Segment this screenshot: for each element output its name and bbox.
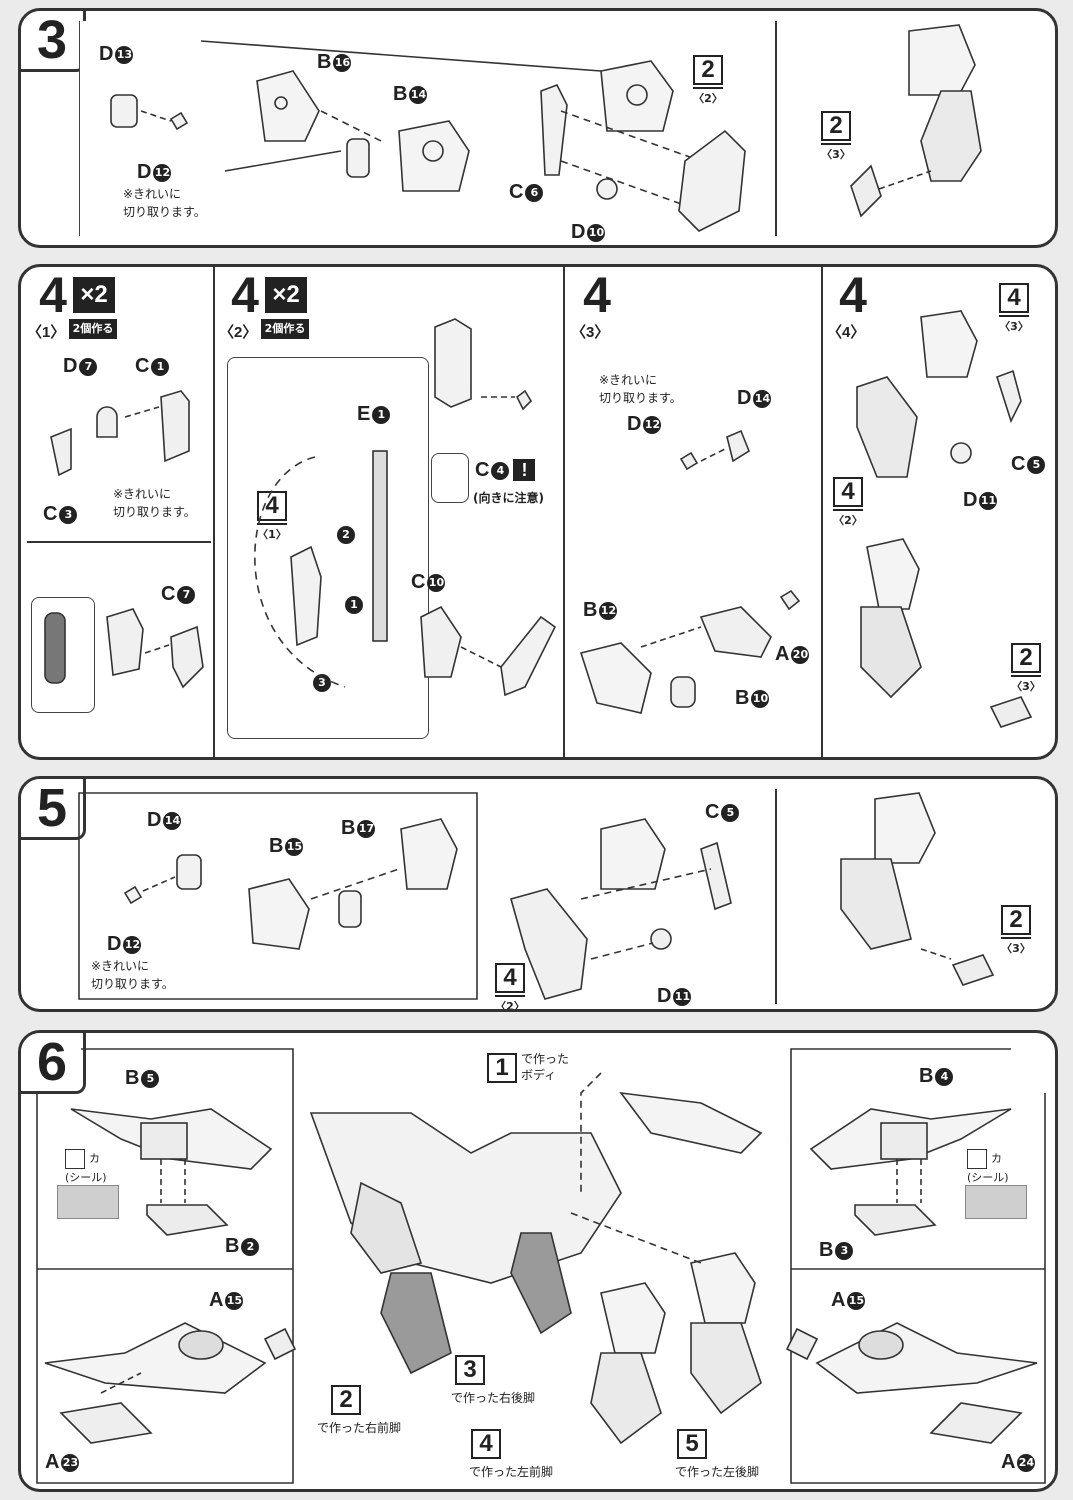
ref-step-4-2: 4〈2〉 <box>833 477 863 527</box>
sticker-right <box>965 1185 1027 1219</box>
step-number: 5 <box>21 779 86 840</box>
c4-detail-inset <box>431 453 469 503</box>
ref-step-4-3: 4〈3〉 <box>999 283 1029 333</box>
caption-left-rear-leg: で作った左後脚 <box>675 1465 760 1479</box>
ref-step-2-3: 2〈3〉 <box>1001 905 1031 955</box>
cut-note: ※きれいに 切り取ります。 <box>599 373 682 405</box>
sticker-label-left: カ(シール) <box>65 1149 107 1185</box>
sub-divider <box>27 541 211 543</box>
multiply-badge: ×2 <box>73 277 115 313</box>
order-2: 2 <box>335 523 355 546</box>
ref-step-4-1: 4〈1〉 <box>257 491 287 541</box>
step5-divider <box>775 789 777 1004</box>
ref-step-2-3: 2〈3〉 <box>821 111 851 161</box>
ref-step-2-right-front: 2 <box>331 1385 361 1415</box>
ref-step-3-right-rear: 3 <box>455 1355 485 1385</box>
step4-2-number: 4 <box>231 267 259 323</box>
ref-step-2-3: 2〈3〉 <box>1011 643 1041 693</box>
cut-note: ※きれいに 切り取ります。 <box>123 187 206 219</box>
step3-illustration <box>110 24 982 232</box>
body-caption: で作ったボディ <box>521 1052 570 1082</box>
step4-4-number: 4 <box>839 267 867 323</box>
ref-step-4-2: 4〈2〉 <box>495 963 525 1012</box>
caption-right-front-leg: で作った右前脚 <box>317 1421 402 1435</box>
step4-1-number: 4 <box>39 267 67 323</box>
make-two-badge: 2個作る <box>261 319 309 339</box>
sticker-left <box>57 1185 119 1219</box>
order-1: 1 <box>343 593 363 616</box>
sub-step-label: 〈2〉 <box>219 324 258 341</box>
caption-left-front-leg: で作った左前脚 <box>469 1465 554 1479</box>
ref-step-5-left-rear: 5 <box>677 1429 707 1459</box>
sub-step-label: 〈1〉 <box>27 324 66 341</box>
step3-inset <box>79 21 225 236</box>
divider-4-1 <box>213 267 215 757</box>
step-number: 6 <box>21 1033 86 1094</box>
ref-step-1-body: 1 <box>487 1053 517 1083</box>
sticker-label-right: カ(シール) <box>967 1149 1009 1185</box>
sub-step-label: 〈4〉 <box>827 324 866 341</box>
cut-note: ※きれいに 切り取ります。 <box>113 487 196 519</box>
sub-step-label: 〈3〉 <box>571 324 610 341</box>
multiply-badge: ×2 <box>265 277 307 313</box>
ref-step-4-left-front: 4 <box>471 1429 501 1459</box>
step6-illustration <box>36 1048 1046 1484</box>
step-number: 3 <box>21 11 86 72</box>
order-3: 3 <box>311 671 331 694</box>
cut-note: ※きれいに 切り取ります。 <box>91 959 174 991</box>
caption-right-rear-leg: で作った右後脚 <box>451 1391 536 1405</box>
divider-4-3 <box>821 267 823 757</box>
orientation-caution: (向きに注意) <box>473 491 544 505</box>
step4-illustration <box>44 310 1033 728</box>
step5-illustration <box>78 792 995 1000</box>
divider-4-2 <box>563 267 565 757</box>
step3-divider <box>775 21 777 236</box>
step4-3-number: 4 <box>583 267 611 323</box>
make-two-badge: 2個作る <box>69 319 117 339</box>
ref-step-2-2: 2〈2〉 <box>693 55 723 105</box>
